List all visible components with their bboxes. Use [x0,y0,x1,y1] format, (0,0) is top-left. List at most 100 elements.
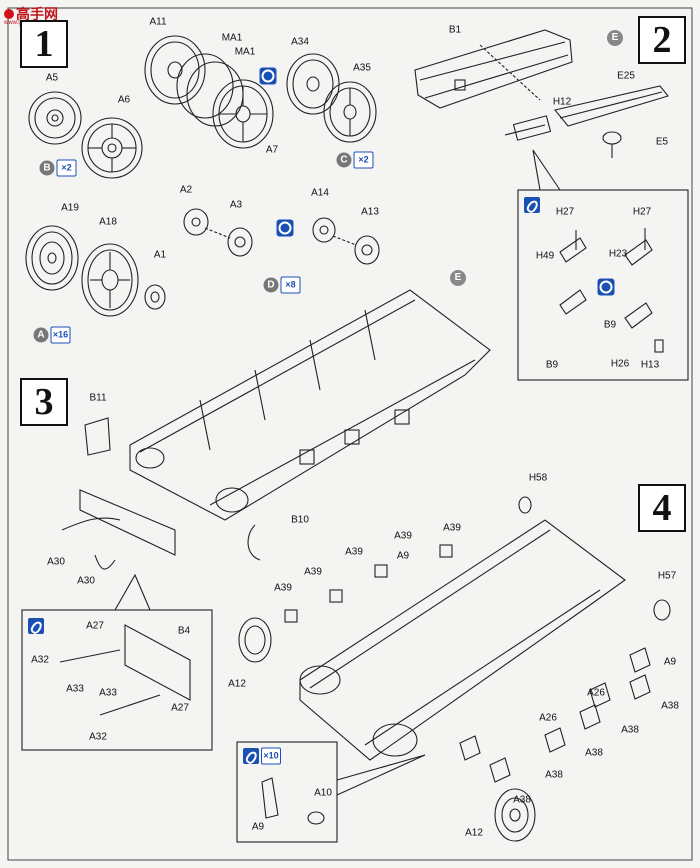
part-label: B10 [291,514,309,526]
chassis-lower [299,519,626,761]
road-wheel-a18 [81,243,139,317]
qty-c: ×2 [353,151,374,169]
part-label: A26 [587,687,605,699]
part-label: A19 [61,202,79,214]
part-h58 [518,496,532,514]
sprocket-a12-top [238,617,272,663]
logo-dot-icon [4,9,14,19]
part-label: A34 [291,36,309,48]
brush-icon-4 [243,748,259,764]
part-label: H26 [610,358,630,370]
part-label: B9 [603,319,617,331]
part-label: A38 [661,700,679,712]
sprocket-a5 [28,91,82,145]
part-label: H13 [640,359,660,371]
step-number-1: 1 [20,20,68,68]
logo-text: 高手网 [16,6,58,22]
part-label: A35 [353,62,371,74]
cement-icon-1 [259,67,277,85]
tow-hook-e5 [602,131,622,158]
part-label: B1 [448,24,462,36]
part-label: H27 [632,206,652,218]
part-label: A38 [621,724,639,736]
part-label: A5 [45,72,59,84]
sprue-d-icon: D [263,277,279,293]
part-label: A9 [663,656,677,668]
sprue-e-icon-2: E [607,30,623,46]
part-label: A39 [345,546,363,558]
page-frame [7,7,693,861]
detail-box-4 [236,741,338,843]
sprocket-a6 [81,117,143,179]
bracket-h12 [504,115,552,141]
qty-a10: ×10 [261,747,281,765]
part-label: A27 [171,702,189,714]
detail-box-2 [517,189,689,381]
chassis-hull [129,289,491,521]
step-number-2: 2 [638,16,686,64]
part-label: A27 [86,620,104,632]
front-plate-lower [79,489,176,556]
part-label: A9 [251,821,265,833]
part-label: A32 [31,654,49,666]
road-wheel-a34 [286,53,340,115]
road-wheel-a35 [323,81,377,143]
part-label: E5 [655,136,669,148]
part-label: A33 [99,687,117,699]
part-label: A39 [304,566,322,578]
part-label: A14 [311,187,329,199]
part-label: A39 [394,530,412,542]
spoked-wheel-a11 [144,35,206,105]
detail-hinges [559,228,664,353]
tow-cable-a30 [61,517,121,570]
part-label: A18 [99,216,117,228]
part-label: H49 [535,250,555,262]
cement-icon-2 [276,219,294,237]
sprue-c-icon: C [336,152,352,168]
part-label: MA1 [234,46,256,58]
part-label: A12 [465,827,483,839]
qty-marker-a: A ×16 [33,326,71,344]
part-label: A33 [66,683,84,695]
part-label: H12 [552,96,572,108]
suspension-arms [459,647,651,783]
part-label: A38 [585,747,603,759]
qty-marker-d: D ×8 [263,276,301,294]
part-label: A39 [274,582,292,594]
rear-plate-b1 [414,29,573,109]
part-label: H58 [528,472,548,484]
road-wheel-a19 [25,225,79,291]
qty-a: ×16 [50,326,71,344]
sprocket-a12-bottom [494,788,536,842]
mount-blocks [284,544,453,623]
part-label: A13 [361,206,379,218]
spoked-wheel-a7 [212,79,274,149]
qty-b: ×2 [56,159,77,177]
part-label: A30 [47,556,65,568]
hubcap-a1 [144,284,166,310]
part-label: A38 [545,769,563,781]
detail-4-arm [261,777,325,825]
rear-bar-e25 [554,85,669,127]
part-label: A26 [539,712,557,724]
part-label: A39 [443,522,461,534]
part-label: A32 [89,731,107,743]
sprue-a-icon: A [33,327,49,343]
part-label: H57 [657,570,677,582]
part-label: A6 [117,94,131,106]
part-label: H27 [555,206,575,218]
step-number-3: 3 [20,378,68,426]
brush-icon-2 [524,197,540,213]
tire-ma1 [176,53,244,127]
part-label: A38 [513,794,531,806]
part-label: B4 [177,625,191,637]
qty-d: ×8 [280,276,301,294]
sprue-e-icon-3: E [450,270,466,286]
part-label: H23 [608,248,628,260]
brush-icon-3 [28,618,44,634]
detail-3-bracket [59,624,191,716]
detail-box-3 [21,609,213,751]
qty-marker-b: B ×2 [39,159,77,177]
